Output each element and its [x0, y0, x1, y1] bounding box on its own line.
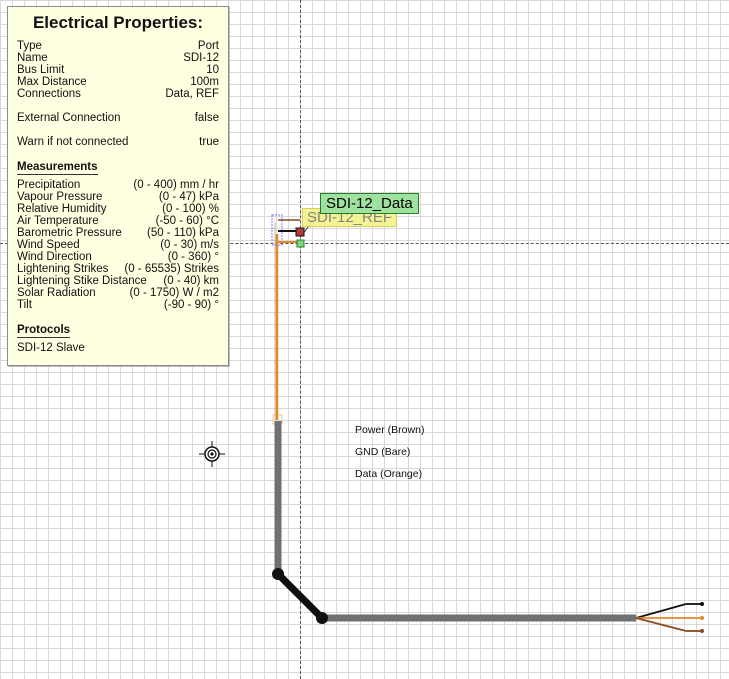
prop-row-bus-limit: Bus Limit 10 — [17, 64, 219, 76]
protocols-heading: Protocols — [17, 324, 71, 338]
measurement-row: Precipitation(0 - 400) mm / hr — [17, 179, 219, 191]
wire-label-power: Power (Brown) — [355, 424, 425, 436]
sdi12-data-port-label[interactable]: SDI-12_Data — [320, 193, 419, 214]
measurements-heading: Measurements — [17, 161, 98, 175]
cable-bend-segment[interactable] — [274, 570, 326, 622]
measurement-row: Barometric Pressure(50 - 110) kPa — [17, 227, 219, 239]
wire-label-data: Data (Orange) — [355, 468, 423, 480]
measurement-row: Wind Direction(0 - 360) ° — [17, 251, 219, 263]
fanout-black-end[interactable] — [700, 602, 704, 606]
prop-row-warn-if-not-connected: Warn if not connected true — [17, 136, 219, 148]
measurement-row: Solar Radiation(0 - 1750) W / m2 — [17, 287, 219, 299]
measurement-row: Lightening Stike Distance(0 - 40) km — [17, 275, 219, 287]
crosshair-vertical-guide — [300, 0, 301, 679]
cable-bend-point-end[interactable] — [316, 612, 328, 624]
wire-label-gnd: GND (Bare) — [355, 446, 411, 458]
prop-row-connections: Connections Data, REF — [17, 88, 219, 100]
prop-row-external-connection: External Connection false — [17, 112, 219, 124]
fanout-brown-end[interactable] — [700, 629, 704, 633]
measurement-row: Lightening Strikes(0 - 65535) Strikes — [17, 263, 219, 275]
measurement-row: Wind Speed(0 - 30) m/s — [17, 239, 219, 251]
main-cable[interactable] — [274, 421, 636, 622]
crosshair-horizontal-guide — [0, 243, 729, 244]
prop-row-name: Name SDI-12 — [17, 52, 219, 64]
prop-row-type: Type Port — [17, 40, 219, 52]
panel-title: Electrical Properties: — [32, 13, 204, 32]
measurement-row: Vapour Pressure(0 - 47) kPa — [17, 191, 219, 203]
protocol-item: SDI-12 Slave — [17, 342, 85, 354]
data-terminal[interactable] — [295, 227, 305, 237]
electrical-properties-panel: Electrical Properties: Type Port Name SD… — [7, 6, 229, 366]
measurement-row: Tilt(-90 - 90) ° — [17, 299, 219, 311]
measurements-list: Precipitation(0 - 400) mm / hr Vapour Pr… — [17, 179, 219, 311]
fanout-orange-end[interactable] — [700, 616, 704, 620]
fanout-black-wire[interactable] — [635, 603, 687, 619]
cable-bend-point-start[interactable] — [272, 568, 284, 580]
crosshair-target-icon[interactable] — [199, 441, 225, 467]
fanout-brown-wire[interactable] — [635, 617, 687, 632]
prop-row-max-distance: Max Distance 100m — [17, 76, 219, 88]
measurement-row: Relative Humidity(0 - 100) % — [17, 203, 219, 215]
measurement-row: Air Temperature(-50 - 60) °C — [17, 215, 219, 227]
ref-terminal[interactable] — [296, 239, 305, 248]
